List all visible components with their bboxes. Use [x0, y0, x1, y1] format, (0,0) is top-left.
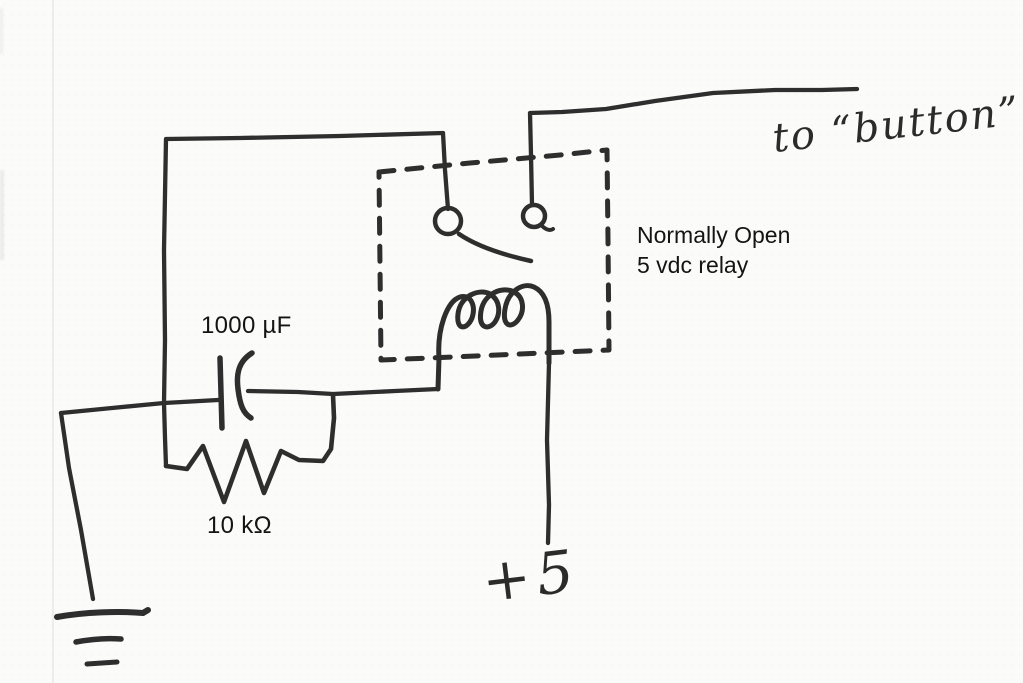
relay-contact-right-tail	[539, 223, 555, 232]
ground-bar-long	[54, 607, 151, 620]
relay-note-line1: Normally Open	[637, 222, 791, 248]
capacitor-plate-straight	[217, 355, 225, 431]
capacitor-value-label: 1000 µF	[201, 312, 292, 339]
wire-to-button	[527, 86, 860, 208]
ground-bar-short	[84, 659, 120, 667]
wire-contact-to-left-rail	[161, 130, 451, 469]
relay-enclosure-box	[376, 147, 612, 363]
ground-symbol	[54, 607, 151, 667]
capacitor-plate-curved	[234, 350, 255, 421]
relay-coil-symbol	[435, 283, 552, 392]
capacitor-symbol	[217, 350, 255, 431]
ground-bar-medium	[73, 635, 124, 645]
relay-note-line2: 5 vdc relay	[637, 252, 749, 278]
relay-contact-left	[432, 205, 464, 237]
relay-contacts	[432, 202, 555, 264]
resistor-symbol	[163, 392, 337, 505]
wire-horizontal-left	[58, 397, 221, 416]
wire-supply	[544, 360, 552, 546]
resistor-value-label: 10 kΩ	[207, 512, 272, 539]
relay-note: Normally Open 5 vdc relay	[637, 220, 790, 280]
relay-switch-arm	[456, 231, 534, 264]
supply-voltage-annotation: +5	[478, 536, 584, 616]
wire-horizontal-right	[245, 386, 441, 397]
wire-ground-branch	[58, 410, 96, 602]
